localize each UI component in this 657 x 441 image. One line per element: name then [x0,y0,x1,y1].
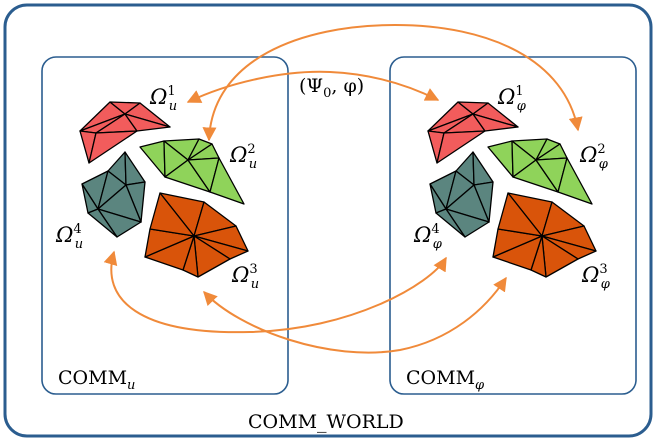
arrow-omega4 [103,250,447,334]
left-subdomain-2-mesh [139,138,245,205]
comm-u-box [41,56,289,395]
map-label: (Ψ0, φ) [299,75,364,101]
left-subdomain-4-mesh [81,151,146,238]
comm-world-label: COMM_WORLD [248,411,404,433]
left-subdomain-1-mesh [79,101,171,164]
comm-u-label: COMMu [58,367,135,393]
arrow-omega1 [186,70,440,103]
arrow-omega3 [203,276,507,354]
right-subdomain-4-mesh [429,151,494,238]
arrow-omega2 [202,23,583,142]
right-subdomain-2-mesh [487,138,593,205]
right-subdomain-3-mesh [492,192,597,278]
comm-phi-box [389,56,637,395]
comm-world-frame [3,3,653,438]
comm-phi-label: COMMφ [406,367,485,393]
